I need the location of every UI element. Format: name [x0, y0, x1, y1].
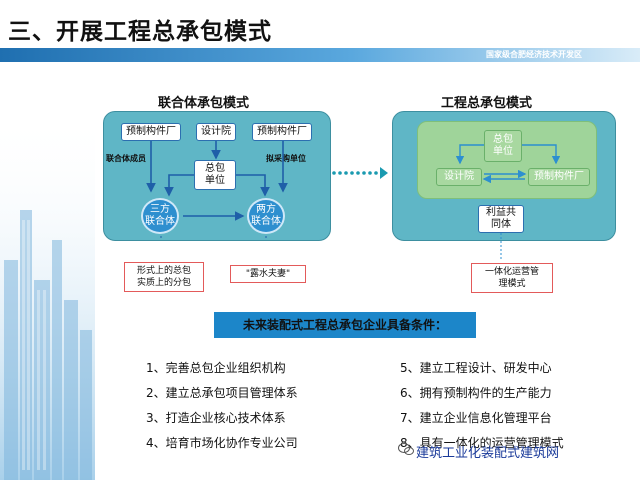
dotted-connector-arrow [332, 167, 388, 179]
community-line1: 利益共 [486, 207, 516, 218]
tri-line2: 联合体 [145, 216, 175, 227]
note-right-line2: 理模式 [498, 279, 526, 289]
general-contractor-right: 总包 单位 [484, 130, 522, 162]
gc-right-line1: 总包 [493, 134, 513, 145]
note1-line2: 实质上的分包 [136, 278, 191, 288]
interest-community: 利益共 同体 [478, 205, 524, 233]
wechat-icon [398, 443, 414, 455]
right-diagram-title: 工程总承包模式 [441, 96, 533, 111]
tripartite-joint-venture: 三方 联合体 [141, 198, 179, 234]
conditions-banner: 未来装配式工程总承包企业具备条件： [214, 312, 476, 338]
note1-line1: 形式上的总包 [136, 266, 191, 276]
condition-item-5: 5、建立工程设计、研发中心 [400, 361, 552, 375]
left-diagram-arrows [146, 141, 288, 239]
gc-right-line2: 单位 [493, 146, 513, 157]
title-bar [0, 48, 640, 62]
watermark: 建筑工业化装配式建筑网 [416, 446, 560, 461]
member-label: 联合体成员 [106, 154, 146, 163]
note-nominal-contract: 形式上的总包 实质上的分包 [124, 262, 204, 292]
skyline-decoration [0, 110, 95, 480]
tri-line1: 三方 [150, 204, 170, 215]
gc-left-line1: 总包 [205, 163, 225, 174]
design-institute: 设计院 [196, 123, 236, 141]
condition-item-3: 3、打造企业核心技术体系 [146, 411, 286, 425]
condition-item-7: 7、建立企业信息化管理平台 [400, 411, 552, 425]
note-right-line1: 一体化运营管 [484, 267, 539, 277]
community-line2: 同体 [491, 219, 511, 230]
condition-item-1: 1、完善总包企业组织机构 [146, 361, 286, 375]
gc-left-line2: 单位 [205, 175, 225, 186]
note-integrated-operation: 一体化运营管 理模式 [471, 263, 553, 293]
condition-item-2: 2、建立总承包项目管理体系 [146, 386, 298, 400]
left-diagram-title: 联合体承包模式 [158, 96, 250, 111]
title-bar-text: 国家级合肥经济技术开发区 [486, 50, 582, 59]
prefab-factory-right: 预制构件厂 [252, 123, 312, 141]
condition-item-6: 6、拥有预制构件的生产能力 [400, 386, 552, 400]
prefab-factory-left: 预制构件厂 [121, 123, 181, 141]
procure-label: 拟采购单位 [266, 154, 306, 163]
design-institute-right: 设计院 [436, 168, 482, 186]
prefab-factory-right-diagram: 预制构件厂 [528, 168, 590, 186]
right-diagram-arrows [455, 144, 561, 261]
bipartite-joint-venture: 两方 联合体 [247, 198, 285, 234]
page-title: 三、开展工程总承包模式 [8, 19, 272, 45]
bi-line2: 联合体 [251, 216, 281, 227]
condition-item-4: 4、培育市场化协作专业公司 [146, 436, 298, 450]
note-dew-couple: "露水夫妻" [230, 265, 306, 283]
general-contractor-left: 总包 单位 [194, 160, 236, 190]
bi-line1: 两方 [256, 204, 276, 215]
condition-item-8: 8、具有一体化的运营管理模式 [400, 436, 564, 450]
